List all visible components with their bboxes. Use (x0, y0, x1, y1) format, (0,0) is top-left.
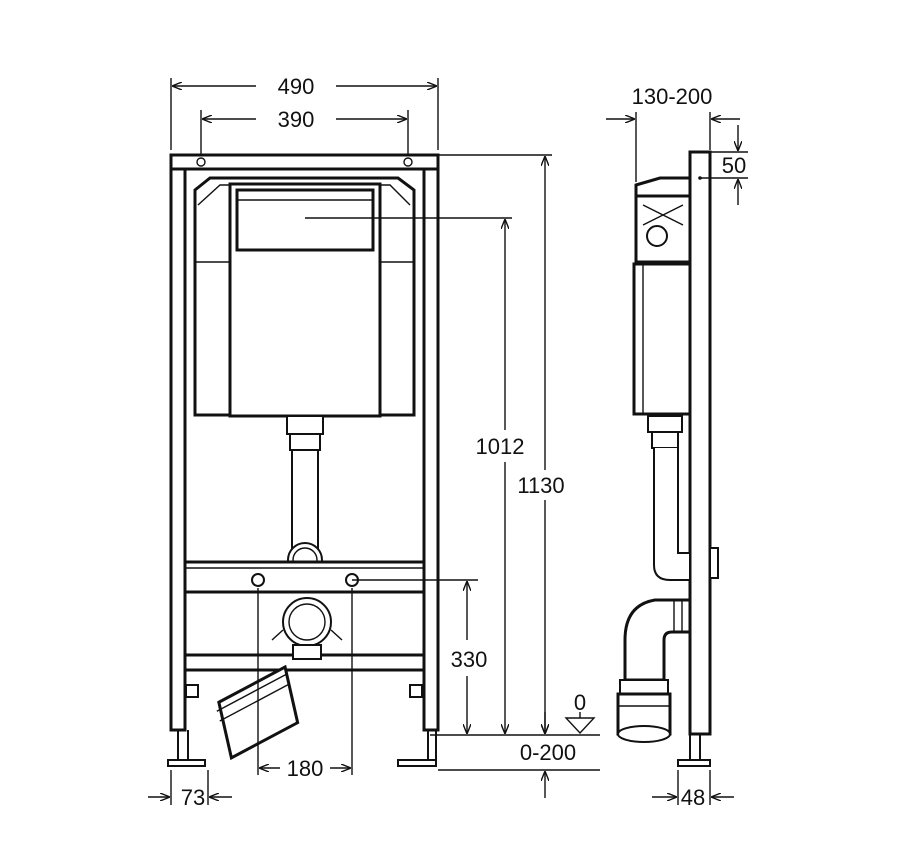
label-depth-range: 130-200 (632, 84, 713, 109)
front-dimensions (148, 78, 600, 805)
label-width-holes: 390 (278, 107, 315, 132)
front-view (167, 153, 440, 767)
flush-pipe (286, 415, 324, 578)
label-height-total: 1130 (517, 473, 564, 498)
label-floor-adjust: 0-200 (520, 740, 576, 765)
label-width-total: 490 (278, 74, 315, 99)
label-floor-level: 0 (574, 690, 586, 715)
label-top-offset: 50 (722, 153, 746, 178)
label-foot-depth: 73 (181, 785, 205, 810)
label-side-foot-depth: 48 (681, 785, 705, 810)
cross-rails (183, 560, 426, 672)
side-view (616, 150, 719, 767)
cistern (193, 176, 416, 418)
drain-bend (185, 597, 423, 761)
label-height-tank: 1012 (476, 434, 525, 459)
side-dimensions (606, 112, 748, 805)
dimension-labels: 490 390 1130 1012 330 180 73 0-200 0 130… (181, 74, 746, 810)
frame-posts (169, 153, 440, 732)
label-height-drain: 330 (451, 647, 488, 672)
label-drain-offset: 180 (287, 756, 324, 781)
frame-feet (167, 730, 437, 767)
